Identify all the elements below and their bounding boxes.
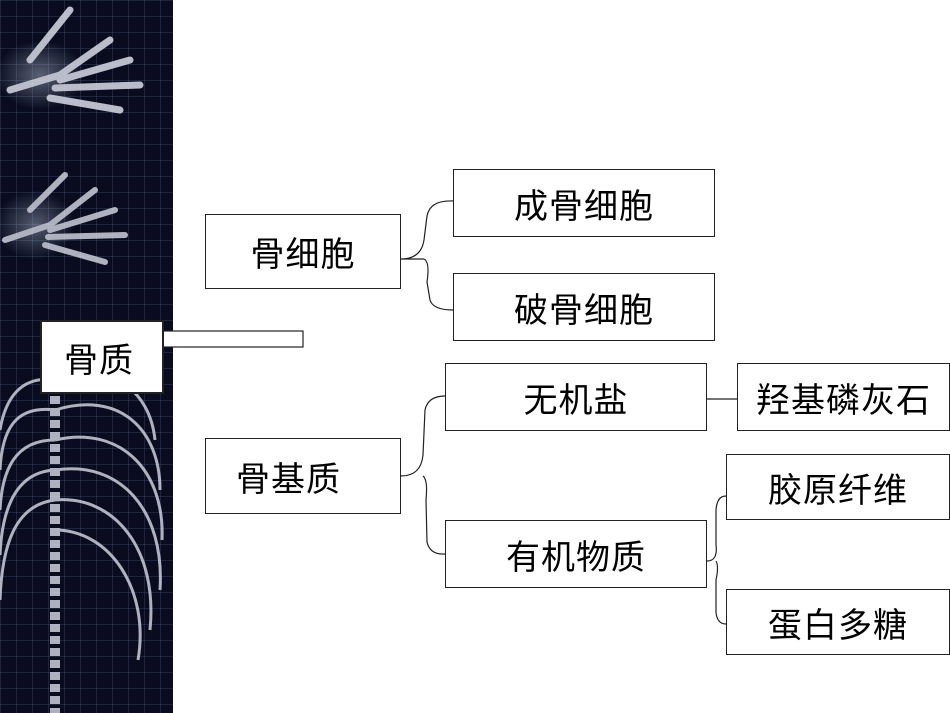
node-bone-cell: 骨细胞 [205, 214, 401, 289]
node-bone-matrix: 骨基质 [205, 438, 401, 514]
node-label: 骨细胞 [250, 235, 356, 275]
brace-bone-cell [400, 200, 454, 311]
node-label: 破骨细胞 [514, 290, 654, 331]
node-osteoblast: 成骨细胞 [453, 169, 715, 237]
node-label: 骨质 [64, 340, 134, 381]
ribcage-xray-icon [0, 360, 164, 713]
node-proteoglycan: 蛋白多糖 [726, 589, 950, 655]
node-label: 成骨细胞 [514, 186, 654, 227]
node-label: 羟基磷灰石 [756, 380, 931, 421]
node-osteoclast: 破骨细胞 [453, 273, 715, 341]
node-collagen-fiber: 胶原纤维 [726, 454, 950, 520]
xray-bones-illustration [0, 6, 164, 713]
brace-bone-matrix [400, 395, 446, 555]
hand-xray-icon [0, 6, 144, 114]
brace-organic-matter [706, 495, 727, 625]
node-label: 无机盐 [523, 380, 629, 421]
node-organic-matter: 有机物质 [445, 520, 707, 588]
node-label: 蛋白多糖 [768, 605, 908, 646]
node-label: 有机物质 [506, 537, 646, 578]
node-label: 骨基质 [236, 459, 341, 500]
node-hydroxyapatite: 羟基磷灰石 [737, 363, 950, 431]
node-bone-substance: 骨质 [40, 320, 164, 394]
node-inorganic-salt: 无机盐 [445, 363, 707, 431]
hand-xray-icon [0, 172, 128, 265]
node-label: 胶原纤维 [768, 470, 908, 511]
